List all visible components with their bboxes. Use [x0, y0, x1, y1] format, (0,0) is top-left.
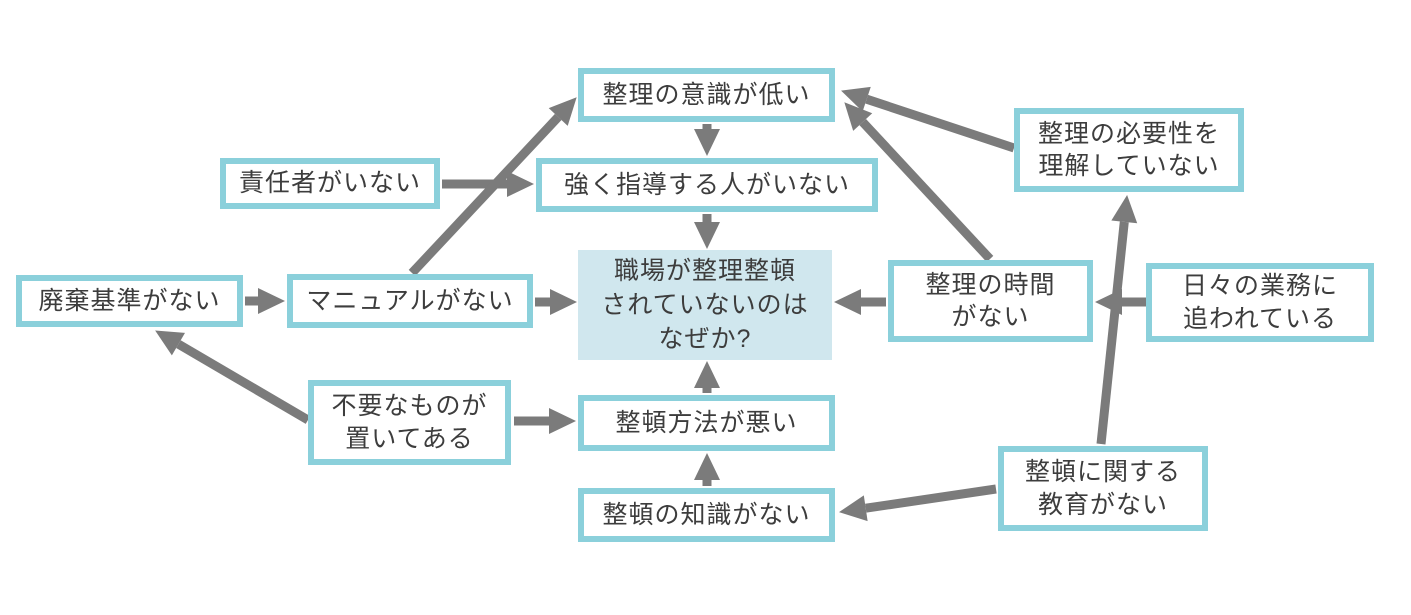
node-fuyou-mono: 不要なものが置いてある — [308, 380, 511, 465]
node-central-question: 職場が整理整頓されていないのはなぜか? — [578, 250, 832, 360]
node-seiton-chishiki: 整頓の知識がない — [578, 488, 835, 542]
node-seiton-houhou: 整頓方法が悪い — [578, 395, 835, 451]
node-label-line: 責任者がいない — [238, 169, 421, 198]
node-hibi-gyoumu: 日々の業務に追われている — [1146, 263, 1374, 342]
node-label-line: 置いてある — [345, 424, 474, 453]
node-label-line: 廃棄基準がない — [38, 286, 221, 315]
node-label-line: なぜか? — [658, 325, 752, 353]
node-manual: マニュアルがない — [287, 274, 533, 328]
node-label-line: 強く指導する人がいない — [563, 170, 850, 199]
node-label-line: 日々の業務に — [1181, 272, 1338, 300]
node-sekininsha: 責任者がいない — [220, 158, 440, 209]
node-label-line: されていないのは — [601, 291, 809, 319]
arrow-seiton-kyouiku-to-hitsuyousei — [1096, 195, 1138, 445]
node-seiri-jikan: 整理の時間がない — [888, 260, 1093, 342]
node-label-line: 職場が整理整頓 — [613, 257, 796, 285]
node-label-line: 整頓方法が悪い — [615, 408, 798, 437]
node-seiton-kyouiku: 整頓に関する教育がない — [998, 446, 1208, 531]
node-hitsuyousei: 整理の必要性を理解していない — [1014, 108, 1244, 192]
node-label-line: 整理の意識が低い — [602, 80, 811, 109]
node-label-line: 整頓に関する — [1024, 458, 1181, 486]
arrow-seiri-jikan-to-seiri-ishiki — [844, 102, 994, 263]
arrow-hitsuyousei-to-seiri-ishiki — [841, 86, 1016, 153]
node-label-line: がない — [951, 303, 1030, 331]
node-label-line: 整頓の知識がない — [602, 500, 811, 529]
node-label-line: 追われている — [1182, 304, 1337, 333]
arrow-seiton-kyouiku-to-seiton-chishiki — [839, 484, 997, 522]
node-seiri-ishiki: 整理の意識が低い — [578, 68, 835, 122]
node-haiki-kijun: 廃棄基準がない — [16, 275, 243, 327]
node-tsuyoku-shidou: 強く指導する人がいない — [536, 158, 878, 212]
node-label-line: 不要なものが — [331, 392, 488, 420]
node-label-line: 整理の必要性を — [1037, 119, 1220, 148]
arrow-fuyou-mono-to-haiki-kijun — [155, 330, 311, 424]
arrow-manual-to-seiri-ishiki — [408, 97, 577, 277]
node-label-line: 理解していない — [1038, 152, 1220, 180]
node-label-line: マニュアルがない — [306, 286, 514, 315]
node-label-line: 教育がない — [1037, 490, 1168, 519]
node-label-line: 整理の時間 — [925, 270, 1056, 299]
